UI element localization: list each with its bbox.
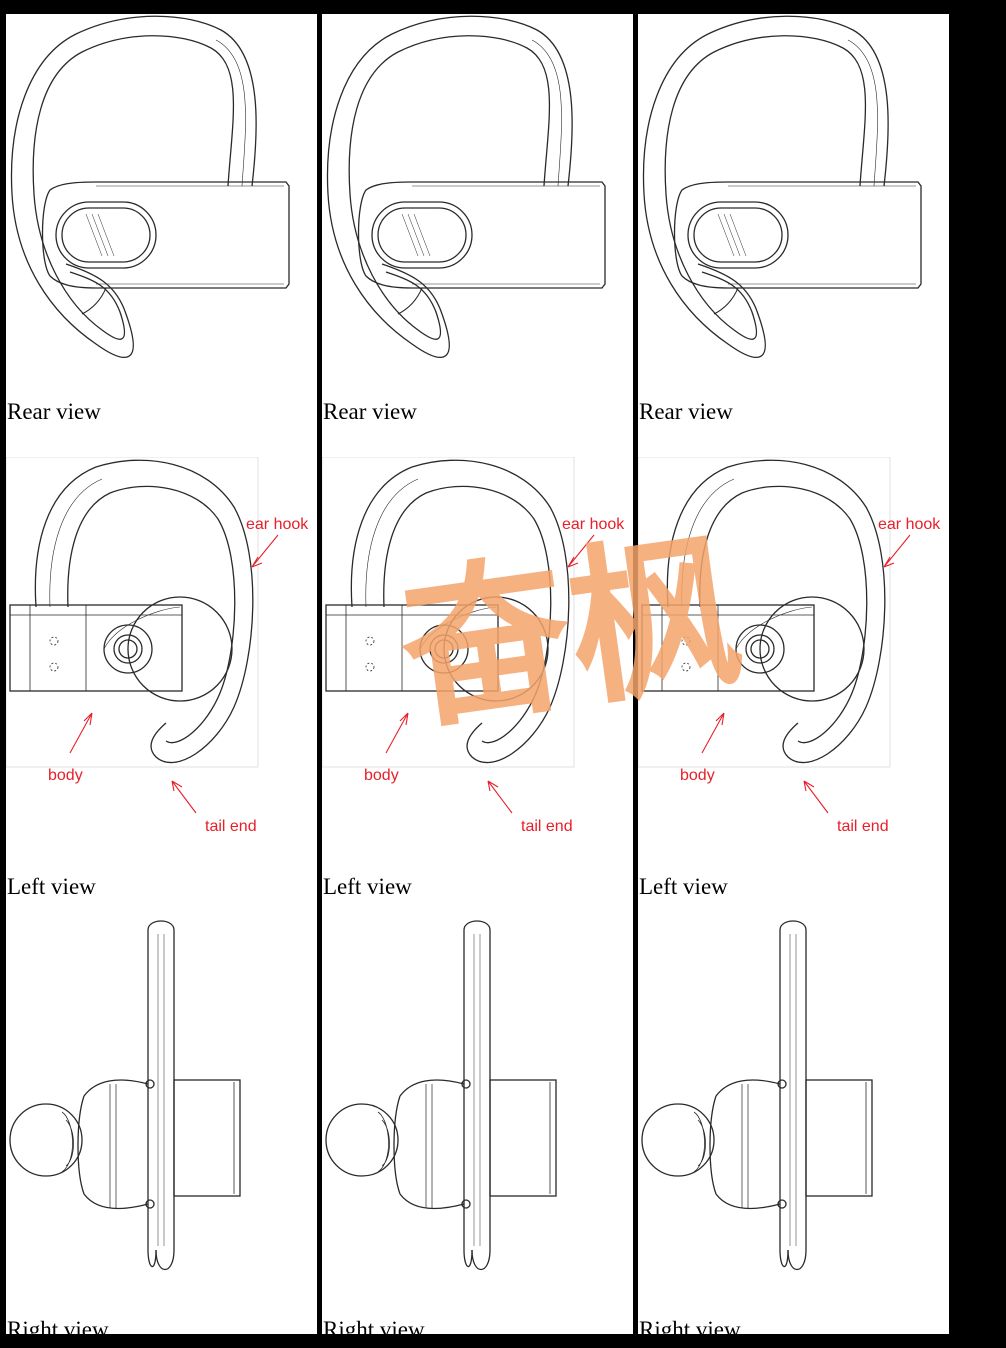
left-view-arrows [385,534,595,814]
view-caption: Rear view [7,399,101,424]
left-view-drawing [322,457,575,768]
rear-view-cell: Rear view [638,14,949,444]
ear-hook-callout: ear hook [878,516,941,533]
rear-view-cell: Rear view [322,14,633,444]
body-callout: body [364,767,399,784]
left-view-arrows [701,534,911,814]
rear-view-drawing [326,15,606,358]
view-caption: Rear view [639,399,733,424]
tail-end-callout: tail end [205,818,257,835]
rear-view-cell: Rear view [6,14,317,444]
right-view-drawing [9,920,241,1270]
view-caption: Left view [7,874,96,899]
left-view-drawing [638,457,891,768]
tail-end-callout: tail end [521,818,573,835]
view-column-2: Rear view [322,14,633,1334]
right-view-cell: Right view [322,910,633,1334]
rear-view-drawing [642,15,922,358]
view-column-1: Rear view [6,14,317,1334]
left-view-cell: ear hook body tail end Left view [638,457,949,907]
right-view-cell: Right view [6,910,317,1334]
view-column-3: Rear view [638,14,949,1334]
view-caption: Left view [323,874,412,899]
right-view-drawing [325,920,557,1270]
left-view-cell: ear hook body tail end Left view [322,457,633,907]
right-view-drawing [641,920,873,1270]
view-caption: Rear view [323,399,417,424]
view-caption: Right view [639,1317,741,1334]
right-view-cell: Right view [638,910,949,1334]
view-caption: Right view [323,1317,425,1334]
body-callout: body [48,767,83,784]
ear-hook-callout: ear hook [562,516,625,533]
rear-view-drawing [10,15,290,358]
left-view-arrows [69,534,279,814]
view-caption: Right view [7,1317,109,1334]
left-view-cell: ear hook body tail end Left view [6,457,317,907]
tail-end-callout: tail end [837,818,889,835]
view-caption: Left view [639,874,728,899]
ear-hook-callout: ear hook [246,516,309,533]
body-callout: body [680,767,715,784]
left-view-drawing [6,457,259,768]
